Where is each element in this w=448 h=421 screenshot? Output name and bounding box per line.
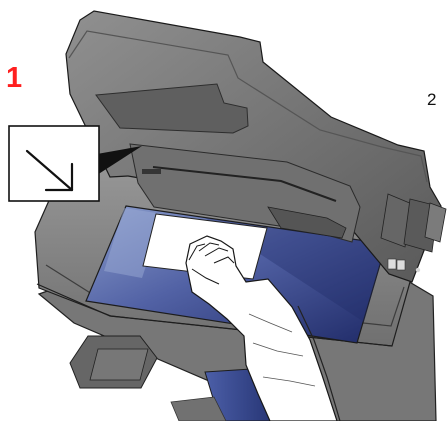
step-number-2: 2	[427, 88, 447, 112]
step-number-1: 1	[6, 58, 36, 98]
